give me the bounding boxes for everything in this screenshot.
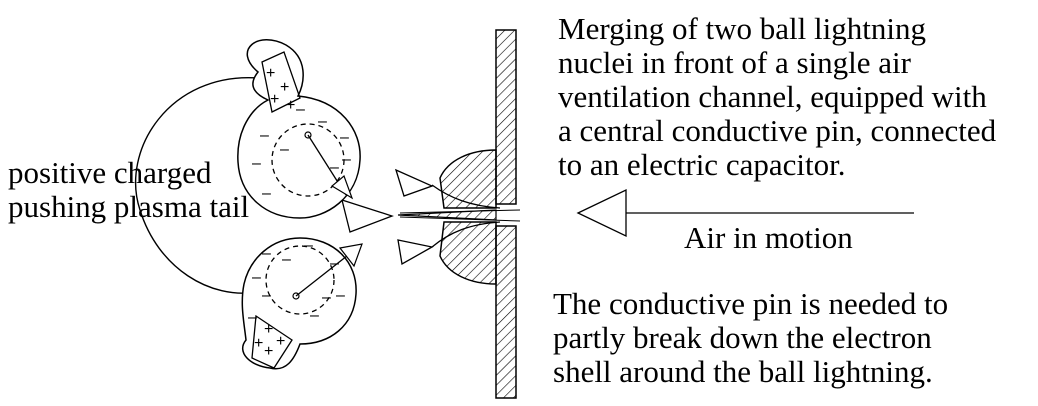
- lower-inner-shell: [265, 245, 335, 315]
- plus-sign: +: [264, 343, 273, 360]
- minus-sign: –: [252, 155, 261, 172]
- minus-sign: –: [340, 129, 349, 146]
- upper-vector-head: [330, 174, 354, 200]
- pin-explanation-text: The conductive pin is needed to partly b…: [553, 287, 948, 389]
- lower-vector-head: [338, 243, 363, 268]
- pin-line-top: [399, 209, 521, 214]
- upper-nucleus: + + + + – – – – – – – – –: [237, 39, 361, 219]
- minus-sign: –: [318, 113, 327, 130]
- minus-sign: –: [342, 151, 351, 168]
- pin-line-bottom: [399, 216, 521, 222]
- lower-vector: [295, 251, 353, 297]
- plasma-tail-arc: [135, 77, 259, 294]
- streamline-lower: [431, 221, 501, 248]
- plasma-tail-label: positive charged pushing plasma tail: [8, 156, 249, 224]
- air-arrowhead: [576, 188, 627, 238]
- airflow-streamlines: [431, 184, 501, 248]
- minus-sign: –: [262, 245, 271, 262]
- minus-sign: –: [330, 255, 339, 272]
- plus-sign: +: [254, 335, 263, 352]
- minus-sign: –: [262, 185, 271, 202]
- upper-shell-outline: [237, 39, 361, 219]
- plus-sign: +: [264, 321, 273, 338]
- pin-explanation-line: partly break down the electron: [553, 320, 932, 355]
- description-line: Merging of two ball lightning: [558, 11, 926, 46]
- lower-nucleus: – – – – – – – – – – + + + +: [241, 237, 363, 370]
- minus-sign: –: [336, 287, 345, 304]
- arrowhead-lower-small: [397, 239, 434, 266]
- lower-charges: – – – – – – – – – – + + + +: [248, 237, 345, 360]
- air-motion-label: Air in motion: [684, 220, 853, 255]
- minus-sign: –: [262, 287, 271, 304]
- wall-upper: [495, 29, 517, 205]
- channel-lip-lower: [439, 221, 497, 285]
- minus-sign: –: [296, 101, 305, 118]
- upper-charges: + + + + – – – – – – – – –: [252, 65, 351, 202]
- plus-sign: +: [280, 79, 289, 96]
- minus-sign: –: [280, 141, 289, 158]
- channel-lip-upper: [439, 149, 497, 209]
- lower-tail-wedge: [251, 314, 293, 369]
- description-line: ventilation channel, equipped with: [558, 79, 987, 114]
- description-line: nuclei in front of a single air: [558, 45, 911, 80]
- arrowhead-upper-small: [394, 168, 434, 197]
- description-line: a central conductive pin, connected: [558, 113, 997, 148]
- conductive-pin: [397, 209, 497, 221]
- upper-inner-shell: [271, 123, 345, 197]
- minus-sign: –: [252, 269, 261, 286]
- plus-sign: +: [276, 333, 285, 350]
- wall-lower: [495, 225, 517, 399]
- minus-sign: –: [330, 159, 339, 176]
- plus-sign: +: [270, 91, 279, 108]
- flow-arrowheads: [341, 168, 434, 266]
- minus-sign: –: [304, 237, 313, 254]
- minus-sign: –: [310, 307, 319, 324]
- ventilation-wall: [397, 29, 521, 399]
- description-line: to an electric capacitor.: [558, 147, 846, 182]
- plus-sign: +: [266, 65, 275, 82]
- minus-sign: –: [260, 127, 269, 144]
- arrowhead-center: [341, 199, 394, 233]
- plasma-tail-label-line: pushing plasma tail: [8, 189, 250, 224]
- upper-tail-wedge: [261, 51, 301, 113]
- plus-sign: +: [286, 97, 295, 114]
- description-text: Merging of two ball lightning nuclei in …: [558, 12, 996, 182]
- plasma-tail-label-line: positive charged: [8, 155, 212, 190]
- streamline-upper: [431, 184, 501, 209]
- pin-explanation-line: shell around the ball lightning.: [553, 354, 933, 389]
- minus-sign: –: [282, 251, 291, 268]
- air-motion-arrow: [576, 188, 914, 238]
- pin-explanation-line: The conductive pin is needed to: [553, 286, 949, 321]
- minus-sign: –: [248, 309, 257, 326]
- minus-sign: –: [322, 289, 331, 306]
